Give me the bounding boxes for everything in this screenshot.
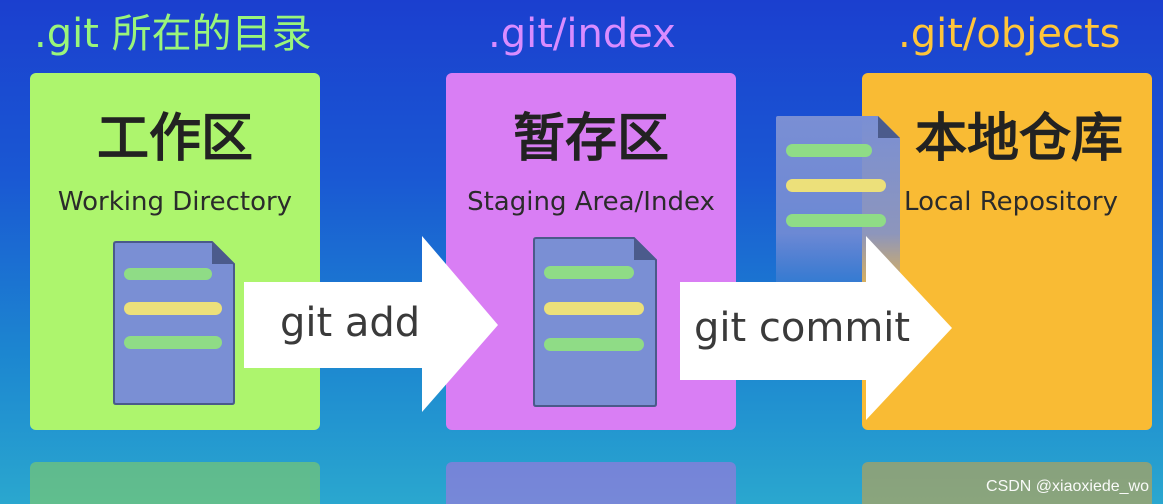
- panel-subtitle-local: Local Repository: [904, 187, 1118, 217]
- panel-reflection-staging: [446, 462, 736, 504]
- panel-subtitle-staging: Staging Area/Index: [467, 187, 715, 217]
- arrow-git-commit: [680, 236, 952, 420]
- heading-git-index: .git/index: [488, 11, 676, 57]
- document-icon-working: [113, 241, 235, 405]
- document-icon-staging: [533, 237, 657, 407]
- arrow-git-add: [244, 236, 498, 412]
- panel-reflection-working: [30, 462, 320, 504]
- panel-title-local: 本地仓库: [914, 109, 1123, 169]
- arrow-label-git-commit: git commit: [694, 305, 911, 351]
- heading-git-objects: .git/objects: [898, 11, 1121, 57]
- panel-subtitle-working: Working Directory: [57, 187, 293, 217]
- heading-working-dir: .git 所在的目录: [34, 11, 312, 57]
- panel-title-staging: 暂存区: [512, 109, 669, 169]
- watermark-text: CSDN @xiaoxiede_wo: [986, 478, 1149, 495]
- arrow-label-git-add: git add: [280, 300, 421, 346]
- panel-reflection-local: [862, 462, 1152, 504]
- panel-title-working: 工作区: [96, 109, 253, 169]
